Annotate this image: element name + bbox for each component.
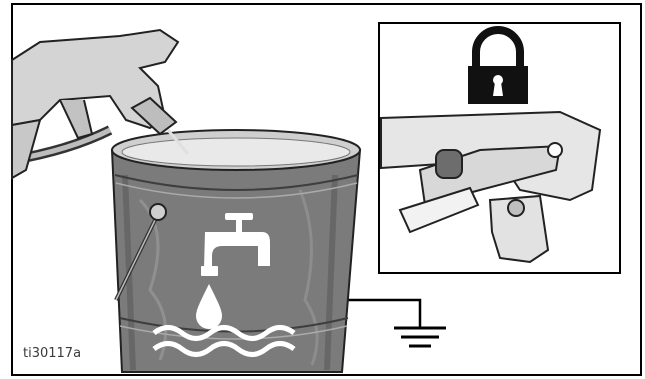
ground-symbol-icon: [345, 300, 446, 346]
bucket-icon: [112, 130, 360, 372]
figure-id-label: ti30117a: [23, 346, 81, 361]
trigger-lock-inset: [379, 23, 620, 273]
